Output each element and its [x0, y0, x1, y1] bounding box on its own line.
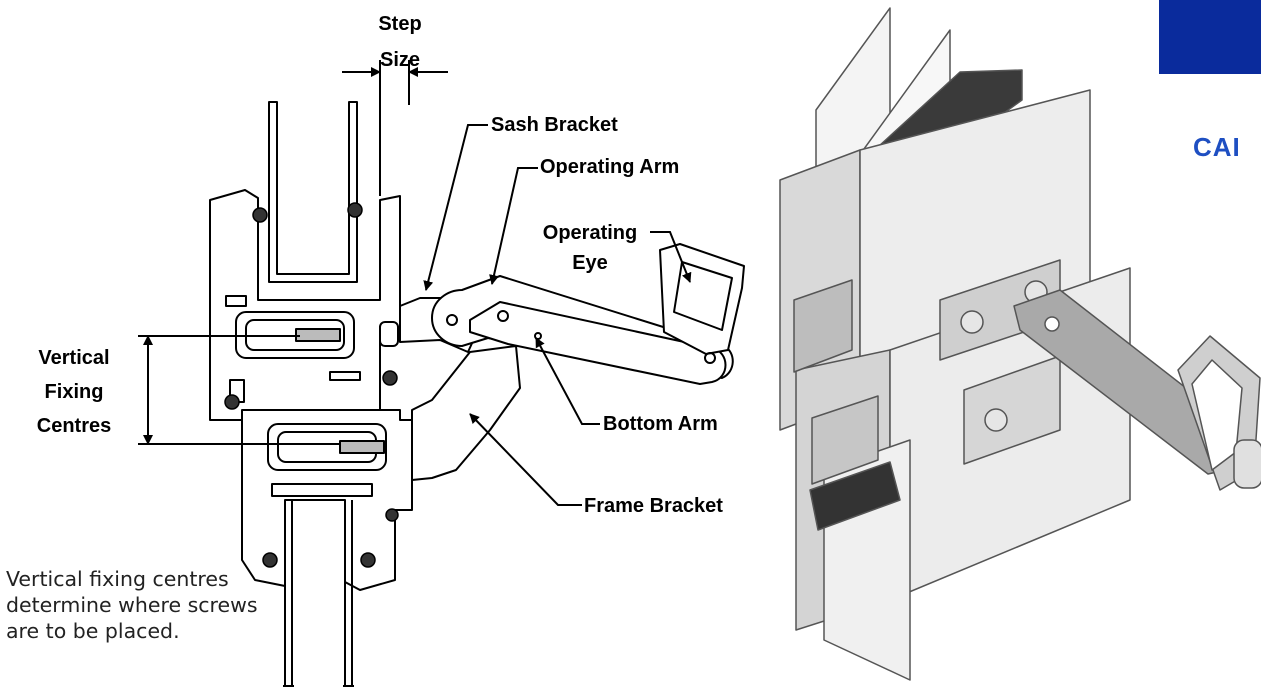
lower-glass-pane	[284, 500, 353, 686]
frame-bracket-3d	[963, 355, 1061, 465]
upper-glass-pane	[268, 101, 358, 283]
frame-bracket	[411, 345, 521, 481]
label-bottom-arm: Bottom Arm	[603, 413, 718, 435]
label-vertical-fixing-centres: Vertical Fixing Centres	[36, 347, 112, 437]
label-operating-arm: Operating Arm	[540, 156, 680, 178]
brand-text: CAI	[1193, 132, 1241, 162]
cross-section-drawing	[138, 60, 745, 687]
isometric-illustration	[779, 7, 1261, 681]
fixing-centres-note: Vertical fixing centres determine where …	[6, 567, 258, 643]
label-frame-bracket: Frame Bracket	[584, 495, 723, 517]
label-sash-bracket: Sash Bracket	[491, 114, 618, 136]
label-operating-eye: Operating Eye	[542, 222, 638, 274]
operating-eye-shape	[659, 243, 745, 355]
brand-block	[1159, 0, 1261, 74]
label-step-size: Step Size	[378, 13, 422, 71]
